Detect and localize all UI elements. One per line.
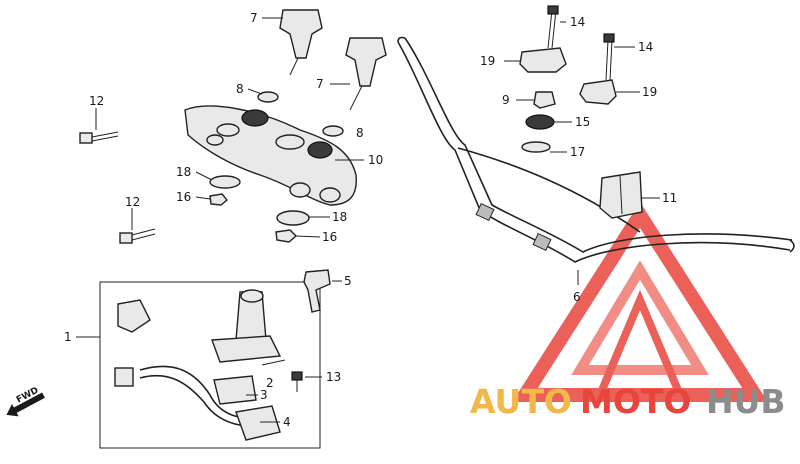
callout-3: 3: [260, 388, 268, 402]
callout-16a: 16: [176, 190, 191, 204]
washer-17-part: [521, 141, 551, 153]
callout-5: 5: [344, 274, 352, 288]
watermark-part-hub: HUB: [706, 382, 786, 421]
callout-6: 6: [573, 290, 581, 304]
ignition-assembly-frame: [99, 281, 321, 449]
callout-4: 4: [283, 415, 291, 429]
watermark-part-moto: MOTO: [580, 382, 691, 421]
callout-17: 17: [570, 145, 585, 159]
callout-18b: 18: [332, 210, 347, 224]
leader-lines: [76, 17, 660, 423]
callout-19b: 19: [642, 85, 657, 99]
clamp-19b-part: [579, 79, 617, 105]
watermark-logo-icon: [512, 201, 768, 402]
cushion-right-part: [276, 210, 310, 226]
callout-16b: 16: [322, 230, 337, 244]
callout-15: 15: [575, 115, 590, 129]
callout-1: 1: [64, 330, 72, 344]
callout-12b: 12: [125, 195, 140, 209]
watermark-part-auto: AUTO: [470, 382, 572, 421]
callout-9: 9: [502, 93, 510, 107]
nut-right-part: [275, 229, 298, 243]
bushing-9-part: [533, 91, 556, 109]
screw-13-part: [291, 371, 303, 392]
callout-19a: 19: [480, 54, 495, 68]
upper-holder-right-part: [345, 37, 387, 111]
nut-left-part: [209, 193, 228, 206]
callout-2: 2: [266, 376, 274, 390]
cushion-left-part: [209, 175, 241, 189]
callout-8a: 8: [236, 82, 244, 96]
callout-8b: 8: [356, 126, 364, 140]
callout-labels: 1 2 3 4 5 6 7 7 8 8 9 10 11 12 12 13 14 …: [64, 11, 677, 429]
switch-cover-4-part: [235, 405, 281, 441]
bolt-14b-part: [603, 33, 615, 81]
key-part: [303, 269, 331, 313]
bolt-upper-part: [79, 131, 119, 144]
switch-cover-3-part: [213, 375, 257, 405]
callout-12a: 12: [89, 94, 104, 108]
nut-15-part: [525, 114, 555, 130]
bolt-lower-part: [119, 228, 156, 244]
callout-18a: 18: [176, 165, 191, 179]
washer-right-part: [322, 125, 344, 137]
callout-14a: 14: [570, 15, 585, 29]
clamp-19a-part: [519, 47, 567, 73]
washer-left-part: [257, 91, 279, 103]
handlebar-pad-part: [599, 171, 643, 219]
handlebar-part: [397, 36, 795, 263]
upper-holder-left-part: [279, 9, 323, 76]
callout-7b: 7: [316, 77, 324, 91]
watermark-text: AUTO MOTO HUB: [470, 382, 786, 421]
callout-7a: 7: [250, 11, 258, 25]
callout-14b: 14: [638, 40, 653, 54]
top-bridge-part: [184, 105, 357, 206]
forward-arrow-icon: FWD: [6, 386, 45, 417]
callout-11: 11: [662, 191, 677, 205]
callout-13: 13: [326, 370, 341, 384]
bolt-14a-part: [547, 5, 559, 49]
ignition-switch-part: [211, 289, 282, 363]
callout-10: 10: [368, 153, 383, 167]
